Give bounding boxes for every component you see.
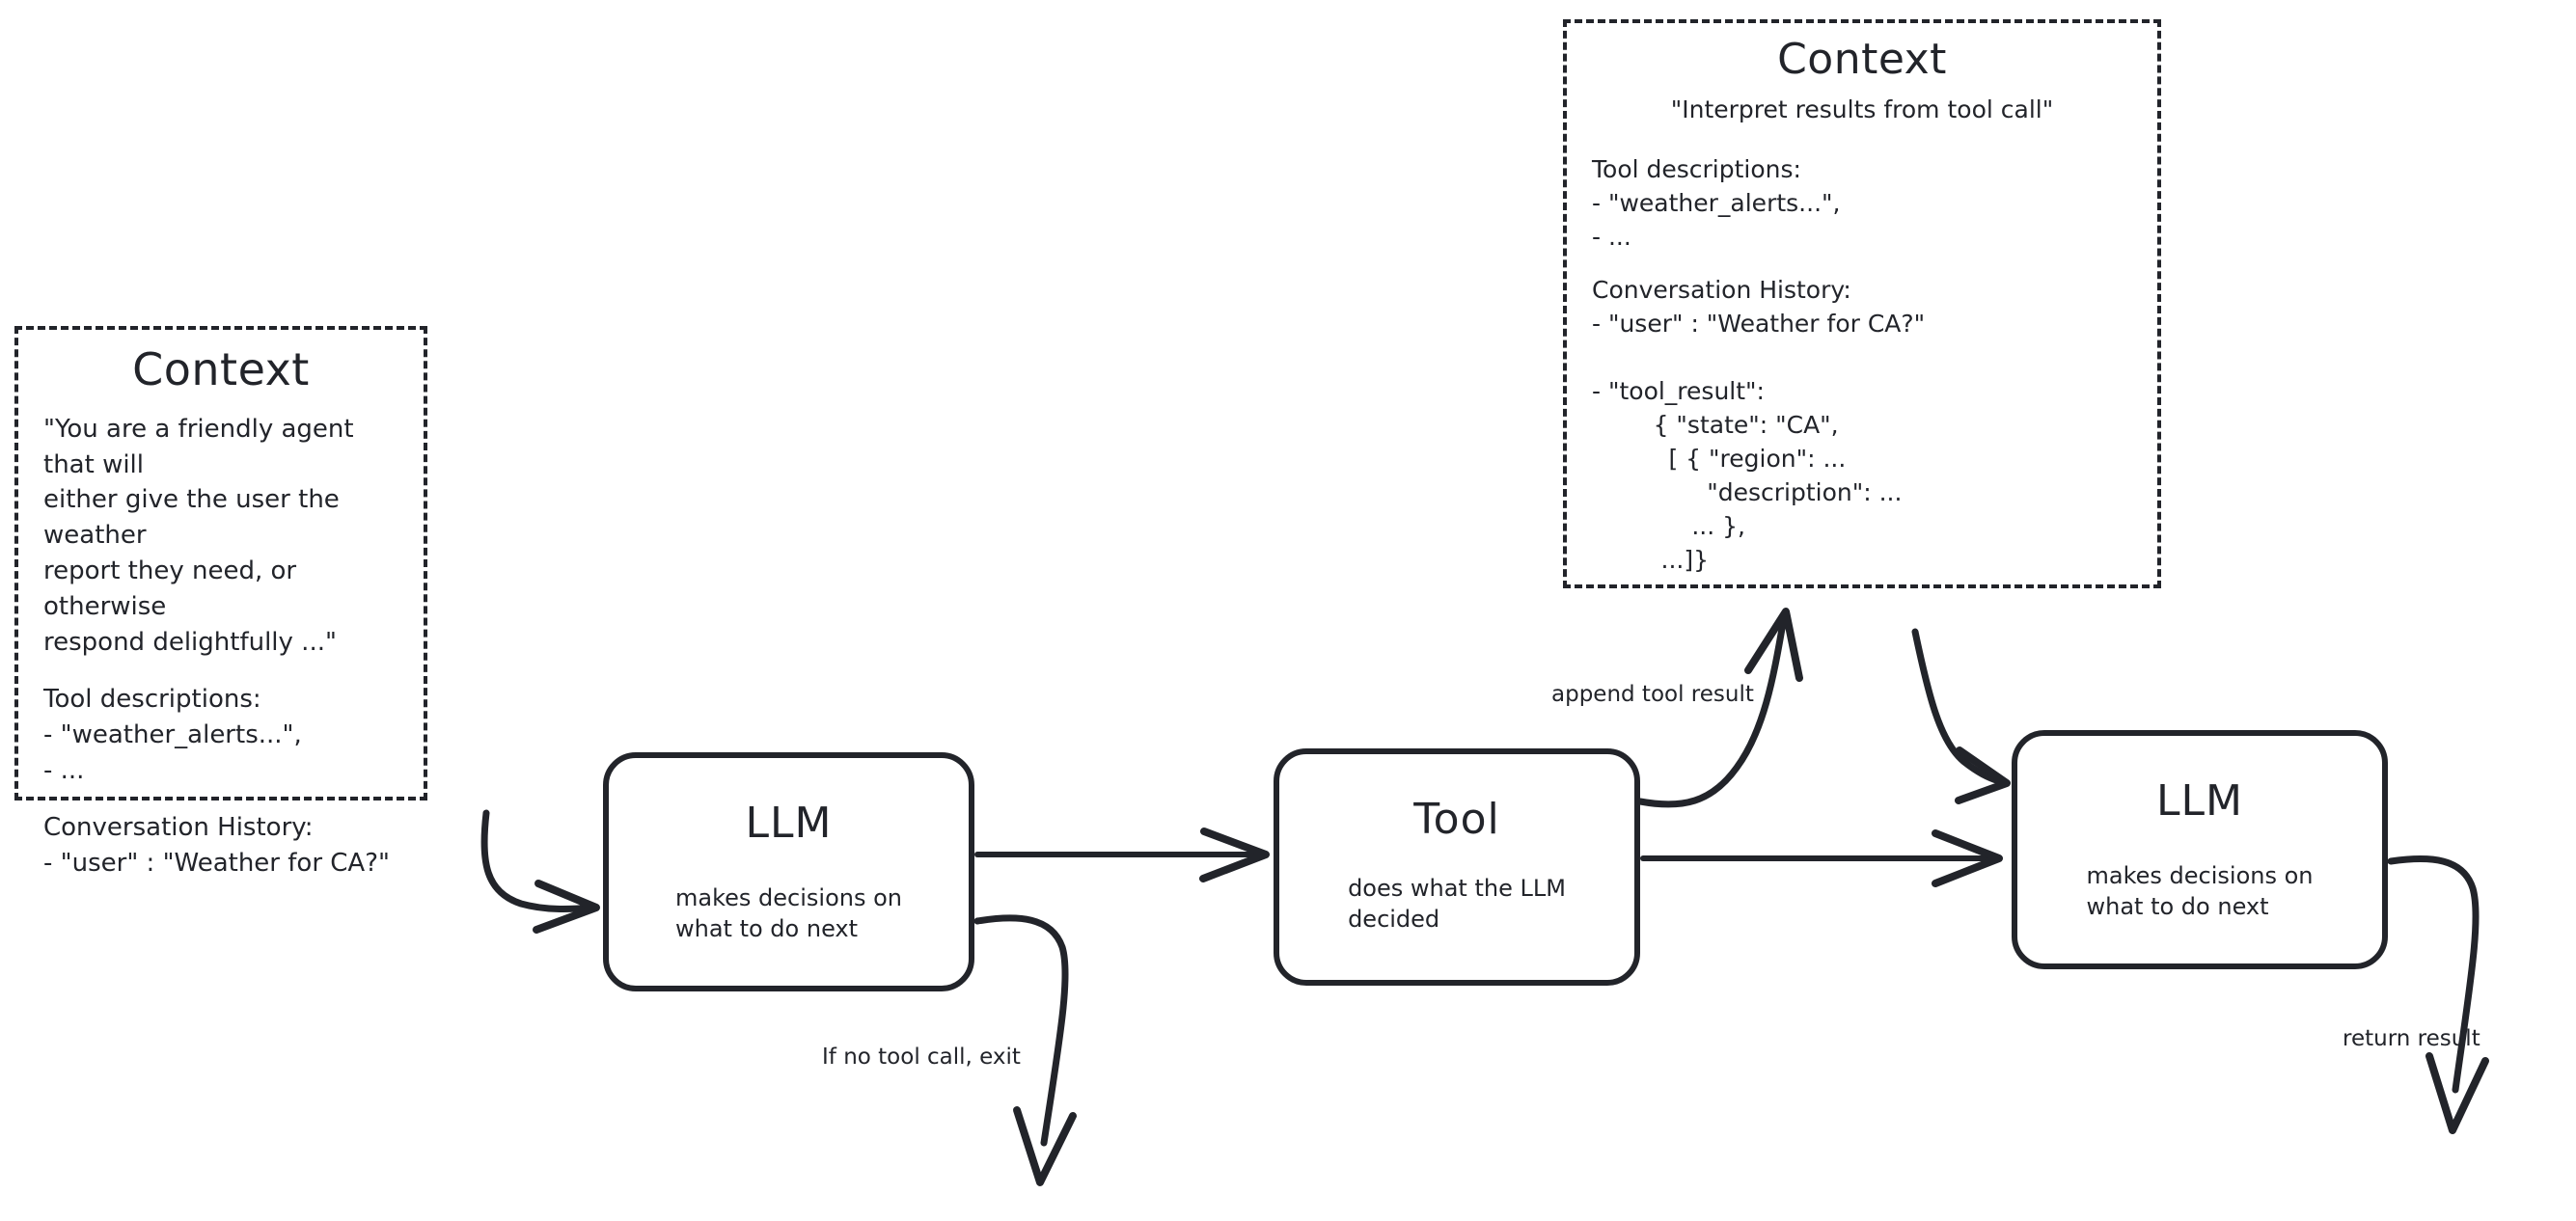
context-right-title: Context — [1777, 35, 1947, 84]
node-llm-second[interactable]: LLM makes decisions on what to do next — [2012, 730, 2388, 969]
context-left-tool-descriptions: Tool descriptions: - "weather_alerts..."… — [43, 684, 302, 785]
edge-llm2-return — [2387, 855, 2489, 1134]
context-left-system-prompt: "You are a friendly agent that will eith… — [43, 414, 354, 658]
node-llm-second-subtitle: makes decisions on what to do next — [2086, 862, 2314, 920]
node-llm-first-subtitle: makes decisions on what to do next — [675, 884, 902, 942]
edge-label-return-result: return result — [2343, 1026, 2480, 1051]
node-llm-first[interactable]: LLM makes decisions on what to do next — [603, 752, 974, 991]
edge-context-to-llm2 — [1911, 628, 2011, 804]
edge-label-llm-exit: If no tool call, exit — [822, 1045, 1021, 1070]
context-right-conversation-history: Conversation History: - "user" : "Weathe… — [1592, 275, 1926, 574]
edge-label-append-tool-result: append tool result — [1551, 682, 1754, 707]
edge-tool-to-llm2 — [1640, 829, 2003, 887]
node-tool-title: Tool — [1413, 795, 1500, 844]
node-tool[interactable]: Tool does what the LLM decided — [1274, 748, 1640, 986]
edge-llm-to-tool — [974, 828, 1270, 882]
node-llm-second-title: LLM — [2156, 776, 2243, 826]
context-left-title: Context — [132, 343, 310, 395]
node-llm-first-title: LLM — [745, 799, 833, 848]
context-left-conversation-history: Conversation History: - "user" : "Weathe… — [43, 812, 390, 878]
context-box-right: Context "Interpret results from tool cal… — [1563, 19, 2161, 588]
edge-context-to-llm — [480, 809, 600, 934]
node-tool-subtitle: does what the LLM decided — [1348, 875, 1566, 933]
context-right-system-prompt: "Interpret results from tool call" — [1670, 95, 2054, 124]
context-right-tool-descriptions: Tool descriptions: - "weather_alerts..."… — [1592, 154, 1841, 251]
context-box-left: Context "You are a friendly agent that w… — [14, 326, 427, 878]
